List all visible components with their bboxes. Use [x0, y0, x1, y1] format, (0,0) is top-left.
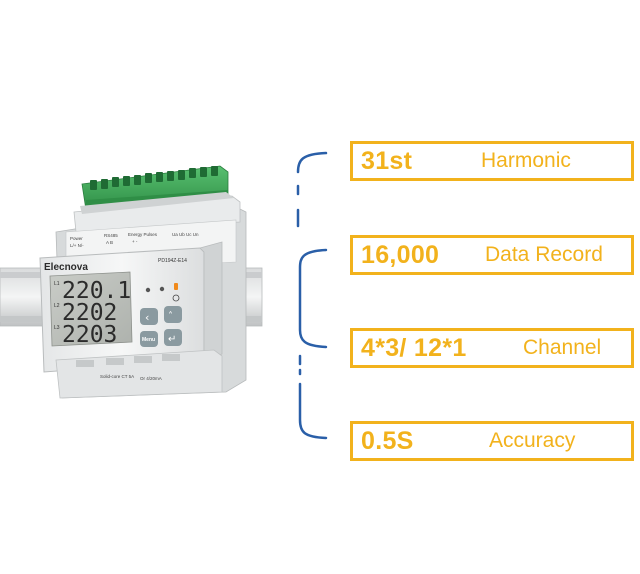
- svg-text:+ -: + -: [132, 239, 138, 244]
- lcd-value: 220.1: [62, 278, 131, 304]
- feature-harmonic: 31st Harmonic: [350, 141, 634, 181]
- ct-label: Or 4/20mA: [140, 376, 162, 381]
- svg-text:RS485: RS485: [104, 233, 118, 238]
- power-led: [174, 283, 178, 290]
- lcd-line-label: L2: [54, 303, 60, 309]
- status-led: [159, 286, 165, 292]
- feature-data-record: 16,000 Data Record: [350, 235, 634, 275]
- svg-text:Power: Power: [70, 236, 83, 241]
- svg-text:Ua Ub Uc Un: Ua Ub Uc Un: [172, 232, 199, 237]
- svg-text:Energy Pulses: Energy Pulses: [128, 232, 158, 237]
- feature-channel: 4*3/ 12*1 Channel: [350, 328, 634, 368]
- feature-bracket: [296, 151, 328, 440]
- enter-button[interactable]: ↵: [164, 329, 182, 346]
- status-led: [145, 287, 151, 293]
- feature-value: 4*3/ 12*1: [361, 333, 467, 362]
- svg-text:L/+ N/-: L/+ N/-: [70, 243, 84, 248]
- feature-label: Accuracy: [489, 429, 576, 452]
- svg-text:↵: ↵: [168, 334, 176, 345]
- menu-button[interactable]: Menu: [140, 331, 158, 347]
- left-button[interactable]: ‹: [140, 308, 158, 325]
- feature-value: 16,000: [361, 240, 440, 269]
- brand-logo: Elecnova: [44, 262, 88, 273]
- model-label: PD194Z-E14: [158, 258, 187, 264]
- lcd-display: L1 L2 L3 220.1 2202 2203: [49, 271, 133, 348]
- svg-text:Menu: Menu: [142, 337, 155, 343]
- feature-accuracy: 0.5S Accuracy: [350, 421, 634, 461]
- up-button[interactable]: ˄: [164, 306, 182, 323]
- svg-text:˄: ˄: [168, 310, 173, 322]
- feature-value: 31st: [361, 146, 413, 175]
- lcd-line-label: L1: [54, 281, 60, 287]
- lcd-line-label: L3: [54, 325, 60, 331]
- power-icon: [172, 294, 180, 302]
- feature-label: Data Record: [485, 243, 603, 266]
- feature-value: 0.5S: [361, 426, 414, 455]
- lcd-value: 2203: [62, 322, 117, 348]
- svg-text:A B: A B: [106, 240, 113, 245]
- ct-label: Solid-core CT 5A: [100, 374, 134, 379]
- svg-text:‹: ‹: [145, 311, 149, 324]
- meter-front-panel: Elecnova PD194Z-E14 L1 L2 L3 220.1 2202 …: [39, 241, 223, 373]
- lcd-value: 2202: [62, 300, 117, 326]
- feature-label: Channel: [523, 336, 602, 359]
- feature-label: Harmonic: [481, 149, 571, 172]
